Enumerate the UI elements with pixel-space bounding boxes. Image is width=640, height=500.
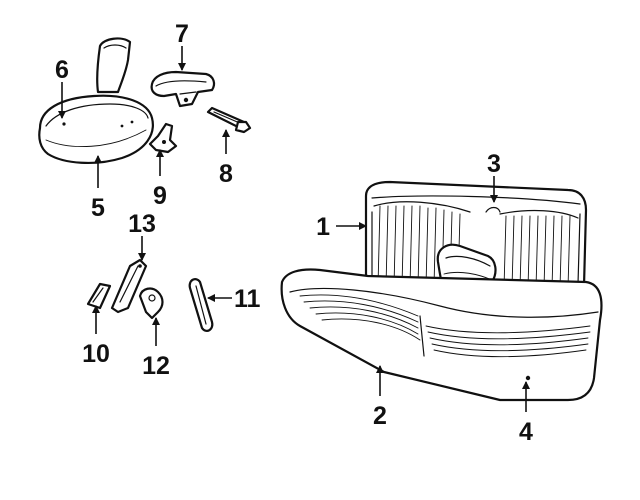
armrest-storage-bin [38, 37, 154, 165]
callout-9: 9 [153, 182, 167, 210]
callout-1: 1 [316, 213, 330, 241]
callout-11: 11 [234, 285, 261, 313]
callout-7: 7 [175, 20, 189, 48]
seat-back [364, 180, 588, 294]
callout-13: 13 [128, 210, 156, 238]
bench-seat [280, 180, 603, 402]
callout-5: 5 [91, 194, 105, 222]
pivot [138, 287, 164, 320]
small-bracket [148, 122, 178, 154]
callout-10: 10 [82, 340, 110, 368]
callout-4: 4 [519, 418, 533, 446]
hinge-bracket [150, 70, 216, 108]
clip [86, 282, 112, 310]
callout-8: 8 [219, 160, 233, 188]
callout-3: 3 [487, 150, 501, 178]
leader-lines [58, 46, 530, 412]
callout-12: 12 [142, 352, 170, 380]
callout-2: 2 [373, 402, 387, 430]
callout-6: 6 [55, 56, 69, 84]
armrest-pad [188, 278, 214, 332]
callout-labels: 6 5 7 8 9 13 10 12 11 1 3 2 4 [55, 20, 533, 446]
bolt [206, 106, 252, 134]
long-bracket [110, 258, 148, 314]
